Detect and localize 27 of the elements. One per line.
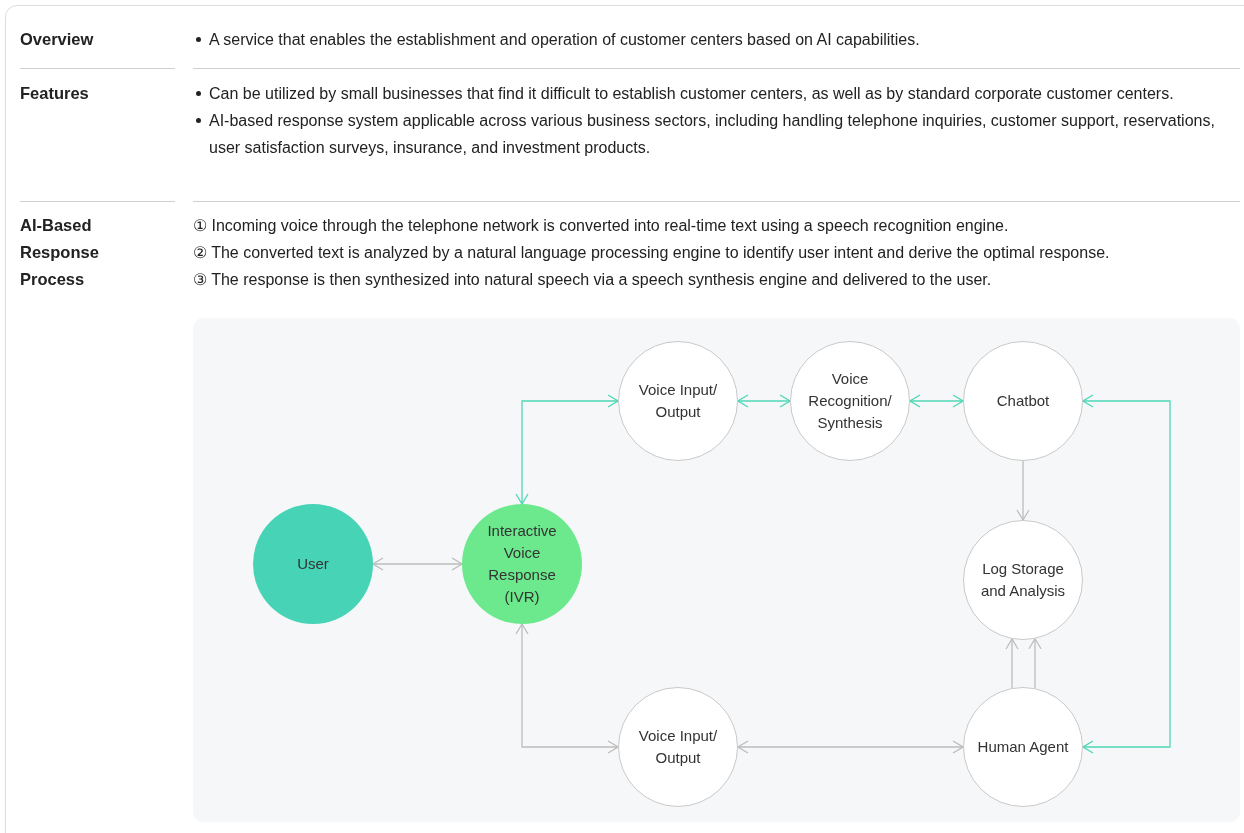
step-text: ① Incoming voice through the telephone network is converted into real-time text using a speech recognition engine. — [193, 216, 1010, 236]
connector-arrow — [1082, 394, 1171, 754]
node-label: Interactive Voice Response (IVR) — [486, 521, 558, 607]
node-label: Log Storage and Analysis — [979, 559, 1067, 601]
row-heading: AI-Based Response Process — [20, 215, 100, 290]
connector-arrow — [372, 557, 463, 571]
node-label: Voice Recognition/ Synthesis — [807, 369, 893, 433]
connector-arrow — [1028, 638, 1042, 689]
step-text: ② The converted text is analyzed by a natural language processing engine to identify user intent and derive the optimal response. — [193, 243, 1111, 263]
connector-arrow — [1005, 638, 1019, 689]
connector-arrow — [909, 394, 964, 408]
step-text: ③ The response is then synthesized into natural speech via a speech synthesis engine and delivered to the user. — [193, 270, 993, 290]
node-label: Voice Input/ Output — [637, 726, 719, 768]
node-label: Voice Input/ Output — [637, 380, 719, 422]
node-label: User — [297, 554, 329, 574]
connector-arrow — [515, 394, 619, 505]
node-label: Chatbot — [996, 391, 1050, 411]
bullet-text: AI-based response system applicable across various business sectors, including handling telephone inquiries, customer support, reservations, user satisfaction surveys, insurance, and investment products. — [193, 107, 1238, 161]
bullet-text: A service that enables the establishment and operation of customer centers based on AI capabilities. — [193, 26, 1238, 53]
connector-arrow — [1016, 460, 1030, 521]
connector-arrow — [737, 394, 791, 408]
row-heading: Features — [20, 83, 90, 104]
connector-arrow — [515, 623, 619, 754]
connector-arrow — [737, 740, 964, 754]
row-heading: Overview — [20, 29, 95, 50]
bullet-text: Can be utilized by small businesses that find it difficult to establish customer centers, as well as by standard corporate customer centers. — [193, 80, 1238, 107]
node-label: Human Agent — [977, 737, 1069, 757]
